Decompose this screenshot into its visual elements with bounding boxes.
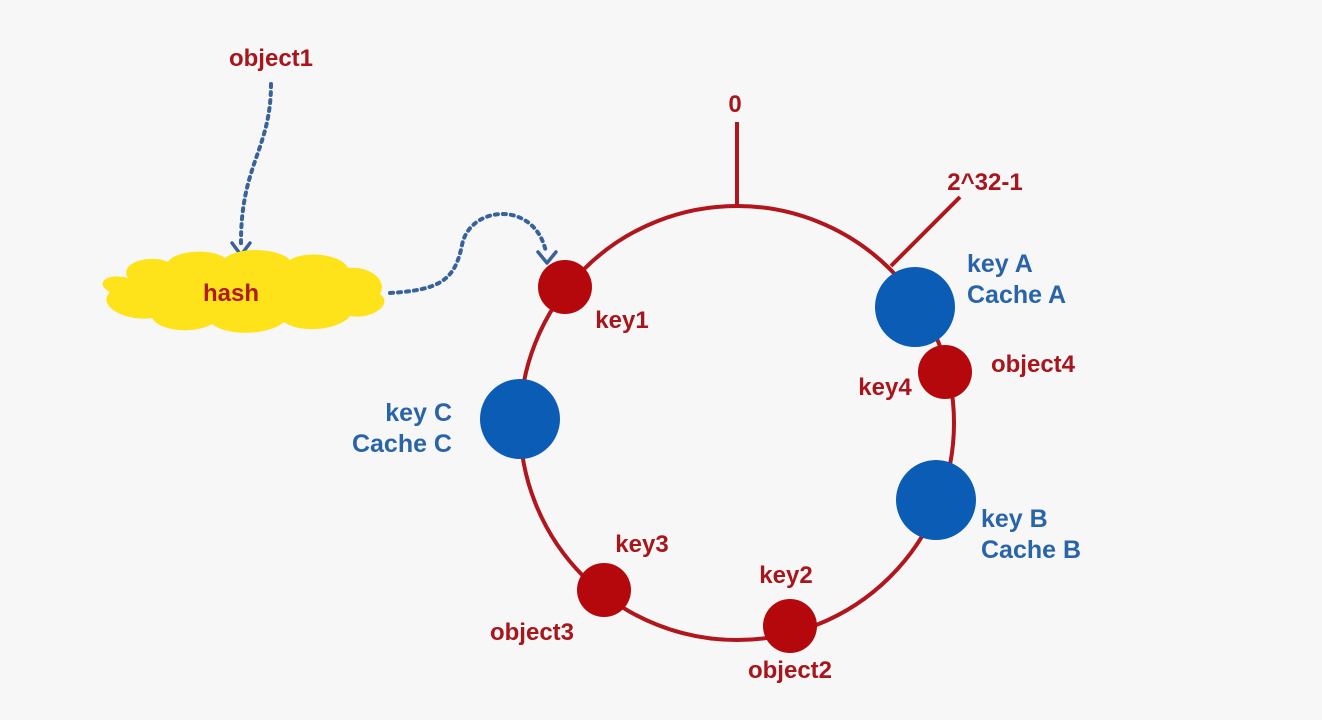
hash-label: hash	[203, 280, 259, 307]
cache-b-node	[896, 460, 976, 540]
cache-a-key-label: key A	[967, 250, 1033, 278]
cache-a-node	[875, 267, 955, 347]
object3-label: object3	[490, 619, 574, 646]
cache-c-node	[480, 379, 560, 459]
hash-cloud: hash	[102, 249, 385, 333]
object1-label: object1	[229, 45, 313, 72]
key4-node	[918, 345, 972, 399]
max-label: 2^32-1	[947, 169, 1022, 196]
key3-label: key3	[615, 531, 668, 558]
key2-label: key2	[759, 562, 812, 589]
object4-label: object4	[991, 351, 1076, 378]
hash-to-key1-connector	[388, 212, 548, 295]
key1-node	[538, 260, 592, 314]
key4-label: key4	[858, 374, 912, 401]
cache-b-key-label: key B	[981, 505, 1048, 533]
max-marker	[889, 195, 962, 268]
cache-b-name-label: Cache B	[981, 536, 1081, 564]
cache-a-name-label: Cache A	[967, 281, 1066, 309]
cache-c-key-label: key C	[385, 399, 452, 427]
cache-c-name-label: Cache C	[352, 430, 452, 458]
key1-label: key1	[595, 307, 648, 334]
object2-label: object2	[748, 657, 832, 684]
zero-label: 0	[728, 91, 741, 118]
key2-node	[763, 599, 817, 653]
key3-node	[577, 563, 631, 617]
arrow-head-icon	[536, 250, 558, 265]
object1-to-hash-connector	[238, 82, 273, 248]
